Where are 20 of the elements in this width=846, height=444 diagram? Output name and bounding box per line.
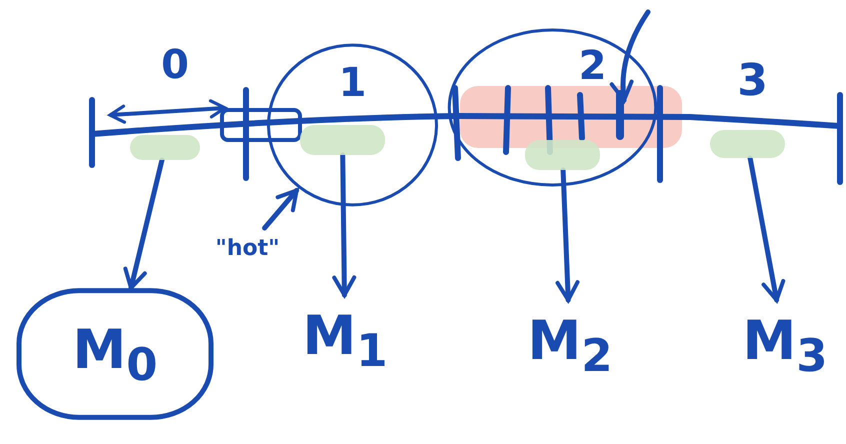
highlight-mark — [300, 125, 385, 155]
segment-number: 1 — [338, 60, 366, 106]
highlight-mark — [710, 130, 785, 158]
model-label: M$_{1}$ — [302, 304, 388, 376]
arrow — [748, 156, 786, 302]
arrow — [556, 168, 580, 302]
tick-mark — [616, 90, 624, 140]
arrow — [123, 158, 164, 290]
segment-number: 2 — [578, 43, 606, 89]
note-text: "hot" — [215, 236, 280, 260]
arrow — [262, 188, 300, 230]
segment-number: 0 — [161, 42, 189, 88]
model-label: M$_{3}$ — [742, 308, 828, 382]
model-label: M$_{0}$ — [72, 318, 158, 390]
highlight-mark — [525, 140, 600, 170]
arrow — [610, 10, 650, 103]
arrow — [332, 152, 356, 298]
segment-number: 3 — [737, 54, 768, 106]
model-label: M$_{2}$ — [527, 308, 613, 382]
highlight-mark — [130, 135, 200, 160]
